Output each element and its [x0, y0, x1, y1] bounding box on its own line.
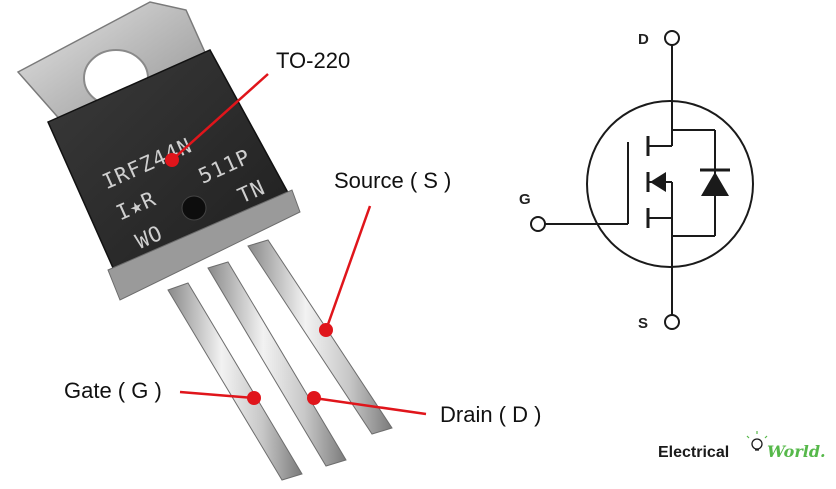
- gate-terminal-label: G: [519, 191, 531, 208]
- drain-pointer-line: [313, 396, 427, 416]
- source-terminal-label: S: [638, 315, 648, 332]
- drain-label: Drain ( D ): [440, 402, 541, 427]
- gate-terminal-circle: [530, 216, 546, 232]
- pointers: [165, 73, 427, 416]
- body-diode-triangle: [701, 172, 729, 196]
- source-pointer-line: [324, 205, 372, 331]
- drain-lead: [207, 261, 347, 467]
- mosfet-symbol: [530, 30, 754, 330]
- electrical-world-logo: Electrical World.: [658, 431, 826, 461]
- gate-label: Gate ( G ): [64, 378, 162, 403]
- gate-pointer-line: [179, 390, 255, 400]
- drain-terminal-circle: [664, 30, 680, 46]
- gate-pointer-dot: [247, 391, 261, 405]
- lightbulb-icon: [746, 431, 768, 451]
- source-terminal-circle: [664, 314, 680, 330]
- body-base: [107, 189, 301, 301]
- drain-pointer-dot: [307, 391, 321, 405]
- transistor-package: IRFZ44N I★R 511P WO TN: [16, 1, 393, 481]
- gate-lead: [167, 282, 303, 481]
- source-label: Source ( S ): [334, 168, 451, 193]
- package-label: TO-220: [276, 48, 350, 73]
- ejector-pin-mark: [181, 195, 207, 221]
- symbol-enclosure-circle: [586, 100, 754, 268]
- logo-text-world: World.: [767, 442, 826, 461]
- source-pointer-dot: [319, 323, 333, 337]
- package-pointer-dot: [165, 153, 179, 167]
- source-lead: [247, 239, 393, 435]
- package-pointer-line: [171, 73, 269, 161]
- drain-terminal-label: D: [638, 31, 649, 48]
- logo-text-electrical: Electrical: [658, 444, 729, 461]
- channel-arrow-icon: [650, 172, 666, 192]
